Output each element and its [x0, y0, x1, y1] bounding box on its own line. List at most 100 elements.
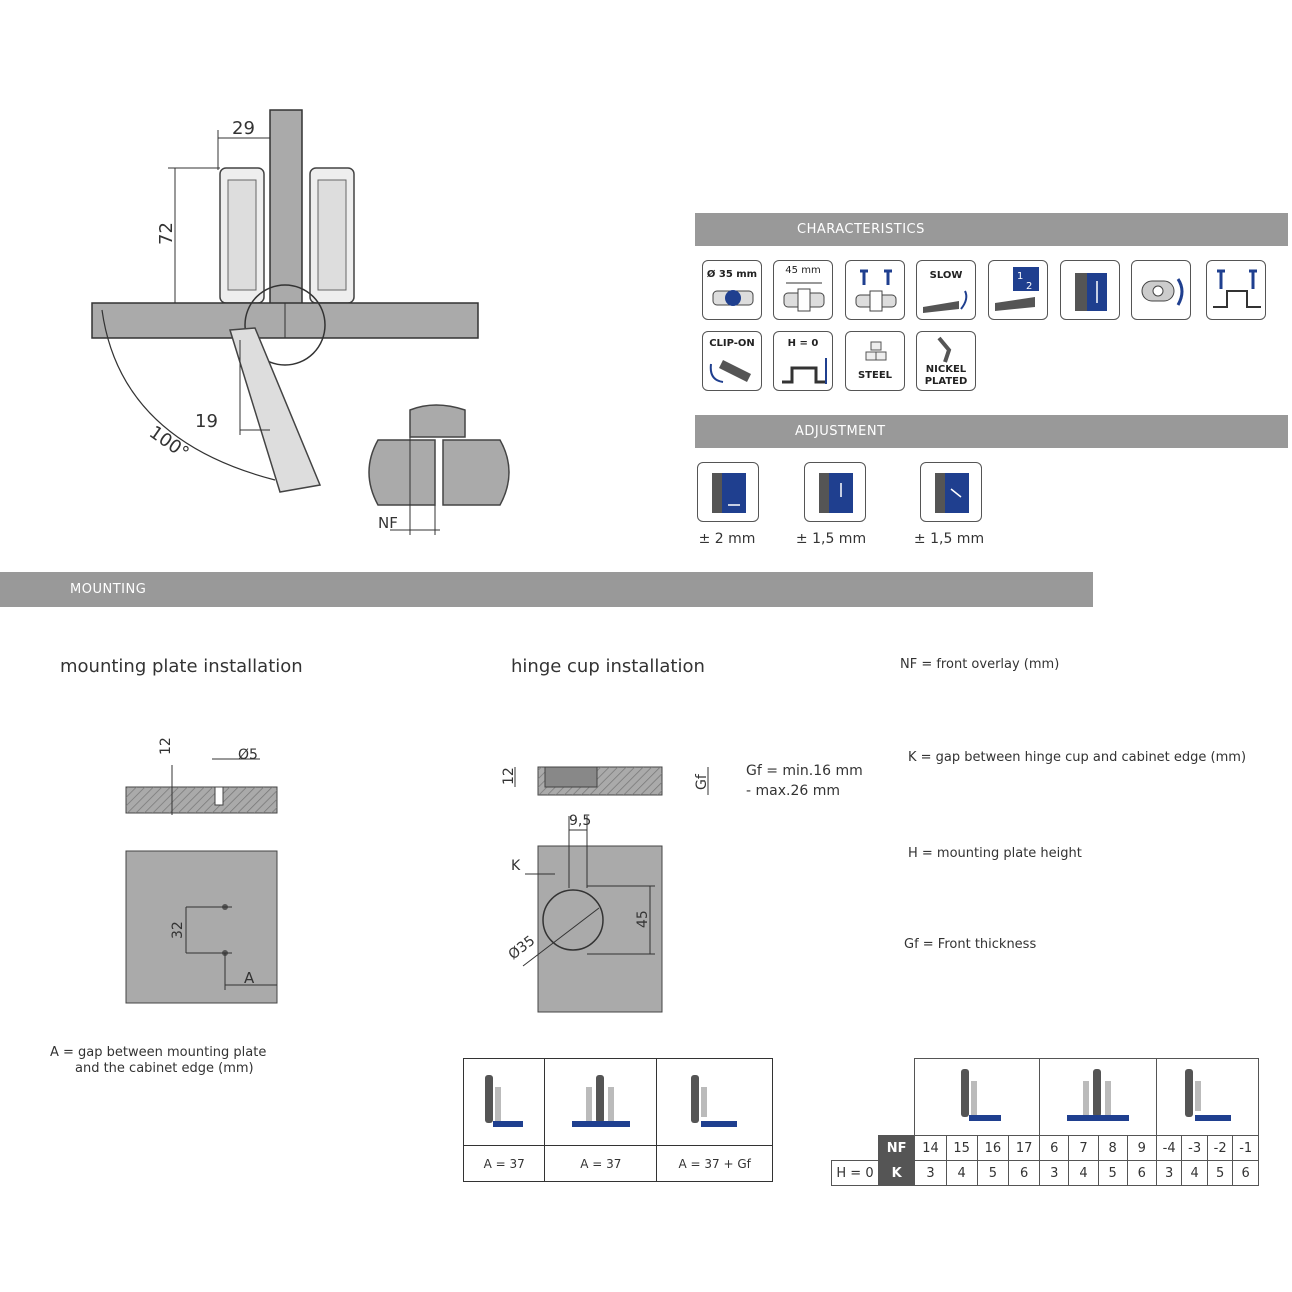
cup-dim-95: 9,5: [569, 813, 591, 829]
table-blank: [832, 1059, 915, 1136]
cup-diameter-icon: Ø 35 mm: [702, 260, 762, 320]
legend-h: H = mounting plate height: [908, 846, 1082, 861]
side-adjust-value: ± 2 mm: [698, 531, 756, 547]
legend-a-1: A = gap between mounting plate: [50, 1045, 267, 1060]
nf-cell: -1: [1232, 1135, 1259, 1161]
k-cell: 4: [945, 1160, 978, 1186]
k-cell: 3: [914, 1160, 947, 1186]
adjustment-title: ADJUSTMENT: [795, 424, 886, 439]
steel-label: STEEL: [857, 370, 893, 381]
legend-nf: NF = front overlay (mm): [900, 657, 1060, 672]
plate-dim-12: 12: [158, 737, 174, 755]
gf-range-1: Gf = min.16 mm: [746, 763, 863, 779]
steel-icon: STEEL: [845, 331, 905, 391]
nf-cell: 9: [1126, 1135, 1157, 1161]
legend-k: K = gap between hinge cup and cabinet ed…: [908, 750, 1247, 765]
dim-72: 72: [156, 222, 177, 245]
k-row: H = 0 K 3 4 5 6 3 4 5 6 3 4 5 6: [831, 1160, 1259, 1186]
screw-mount-icon: [845, 260, 905, 320]
hinge-full-overlay-icon: [462, 1058, 546, 1146]
k-cell: 4: [1068, 1160, 1099, 1186]
nf-label: NF: [378, 514, 398, 532]
svg-text:1: 1: [1017, 271, 1023, 282]
k-cell: 5: [976, 1160, 1010, 1186]
side-adjust-icon: [697, 462, 759, 522]
nf-cell: 8: [1097, 1135, 1128, 1161]
h-label: H = 0: [831, 1160, 879, 1186]
nf-row: NF 14 15 16 17 6 7 8 9 -4 -3 -2 -1: [832, 1135, 1259, 1161]
nf-label: NF: [877, 1135, 916, 1161]
mounting-plate-title: mounting plate installation: [60, 656, 303, 677]
nf-cell: -2: [1206, 1135, 1234, 1161]
nf-inset-icon: [1155, 1058, 1260, 1136]
nickel-label-2: PLATED: [924, 376, 968, 387]
hinge-main-drawing: 29 72 19 100° NF: [91, 109, 510, 535]
plate-dim-32: 32: [170, 921, 186, 939]
cup-dim-k: K: [511, 858, 521, 874]
nf-cell: -4: [1155, 1135, 1183, 1161]
nf-k-table: NF 14 15 16 17 6 7 8 9 -4 -3 -2 -1 H = 0…: [831, 1058, 1260, 1186]
cup-diameter-label: Ø 35 mm: [706, 269, 758, 280]
depth-adjust-icon: [920, 462, 982, 522]
k-cell: 4: [1181, 1160, 1208, 1186]
nf-cell: 14: [914, 1135, 947, 1161]
a-value-3: A = 37 + Gf: [656, 1145, 773, 1182]
mounting-title: MOUNTING: [70, 582, 147, 597]
plate-a-table: A = 37 A = 37 A = 37 + Gf: [462, 1058, 773, 1182]
legend-gf: Gf = Front thickness: [904, 937, 1037, 952]
nf-full-overlay-icon: [914, 1058, 1041, 1136]
screw-plate-icon: [1206, 260, 1266, 320]
k-cell: 6: [1008, 1160, 1041, 1186]
dim-19: 19: [195, 411, 218, 432]
cam-adjust-icon: [1131, 260, 1191, 320]
a-value-2: A = 37: [544, 1145, 658, 1182]
cup-dim-gf: Gf: [694, 773, 710, 790]
slow-close-icon: SLOW: [916, 260, 976, 320]
characteristics-title: CHARACTERISTICS: [797, 222, 925, 237]
cup-dim-12: 12: [501, 767, 517, 785]
plate-section-drawing: 12 Ø5: [125, 737, 278, 815]
h0-label: H = 0: [787, 338, 819, 349]
hinge-inset-icon: [656, 1058, 773, 1146]
3d-adjust-icon: [1060, 260, 1120, 320]
nf-cell: 15: [945, 1135, 978, 1161]
gf-range-2: - max.26 mm: [746, 783, 840, 799]
plate-front-drawing: 32 A: [125, 850, 278, 1004]
nf-cell: 7: [1068, 1135, 1099, 1161]
nf-cell: 16: [976, 1135, 1010, 1161]
nf-half-overlay-icon: [1039, 1058, 1157, 1136]
nf-cell: 6: [1039, 1135, 1070, 1161]
legend-a-2: and the cabinet edge (mm): [75, 1061, 254, 1076]
adjustment-header: ADJUSTMENT: [695, 415, 1288, 448]
k-cell: 5: [1097, 1160, 1128, 1186]
clip-on-label: CLIP-ON: [709, 338, 755, 349]
k-cell: 5: [1206, 1160, 1234, 1186]
plate-width-icon: 45 mm: [773, 260, 833, 320]
plate-dim-a: A: [244, 969, 255, 987]
k-cell: 6: [1232, 1160, 1259, 1186]
cup-front-drawing: 9,5 K 45 Ø35: [506, 813, 663, 1013]
h0-icon: H = 0: [773, 331, 833, 391]
angle-100: 100°: [145, 422, 193, 464]
nickel-label-1: NICKEL: [925, 364, 967, 375]
k-cell: 6: [1126, 1160, 1157, 1186]
hinge-cup-title: hinge cup installation: [511, 656, 705, 677]
k-cell: 3: [1039, 1160, 1070, 1186]
k-cell: 3: [1155, 1160, 1183, 1186]
a-value-1: A = 37: [462, 1145, 546, 1182]
k-label: K: [877, 1160, 916, 1186]
nf-cell: -3: [1181, 1135, 1208, 1161]
dim-29: 29: [232, 118, 255, 139]
slow-label: SLOW: [929, 270, 963, 281]
hinge-half-overlay-icon: [544, 1058, 658, 1146]
nickel-plated-icon: NICKEL PLATED: [916, 331, 976, 391]
characteristics-header: CHARACTERISTICS: [695, 213, 1288, 246]
svg-text:2: 2: [1026, 281, 1032, 292]
nf-row-blank: [832, 1136, 879, 1161]
plate-width-label: 45 mm: [785, 265, 821, 276]
cup-dim-45: 45: [635, 910, 651, 928]
height-adjust-icon: [804, 462, 866, 522]
depth-adjust-value: ± 1,5 mm: [913, 531, 985, 547]
plate-dim-5: Ø5: [238, 747, 258, 763]
